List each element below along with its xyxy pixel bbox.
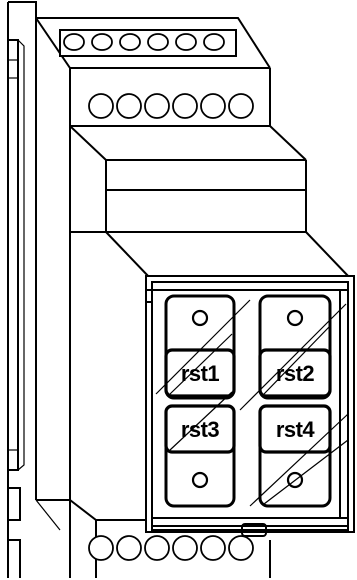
terminal-screw xyxy=(88,535,114,561)
front-terminal-row xyxy=(88,93,254,119)
terminal-screw xyxy=(175,33,197,51)
terminal-screw xyxy=(228,93,254,119)
terminal-screw xyxy=(144,535,170,561)
terminal-screw xyxy=(144,93,170,119)
reset-button-rst3[interactable]: rst3 xyxy=(164,391,236,508)
reset-label: rst3 xyxy=(181,417,220,442)
status-led-icon xyxy=(286,309,304,327)
terminal-screw xyxy=(172,93,198,119)
terminal-screw xyxy=(172,535,198,561)
terminal-screw xyxy=(147,33,169,51)
panel-reflection-lines xyxy=(155,299,349,507)
reset-label: rst4 xyxy=(276,417,316,442)
status-led-icon xyxy=(191,309,209,327)
terminal-screw xyxy=(116,535,142,561)
terminal-screw xyxy=(91,33,113,51)
terminal-screw xyxy=(200,93,226,119)
terminal-screw xyxy=(200,535,226,561)
terminal-screw xyxy=(119,33,141,51)
terminal-screw xyxy=(116,93,142,119)
top-terminal-row xyxy=(59,29,237,57)
reset-button-rst1[interactable]: rst1 xyxy=(164,294,236,400)
terminal-screw xyxy=(63,33,85,51)
housing-body xyxy=(7,1,351,578)
bottom-terminal-row xyxy=(88,535,254,561)
terminal-screw xyxy=(88,93,114,119)
status-led-icon xyxy=(191,471,209,489)
reset-button-rst2[interactable]: rst2 xyxy=(258,294,332,400)
reset-label: rst2 xyxy=(276,361,315,386)
terminal-screw xyxy=(228,535,254,561)
terminal-screw xyxy=(203,33,225,51)
